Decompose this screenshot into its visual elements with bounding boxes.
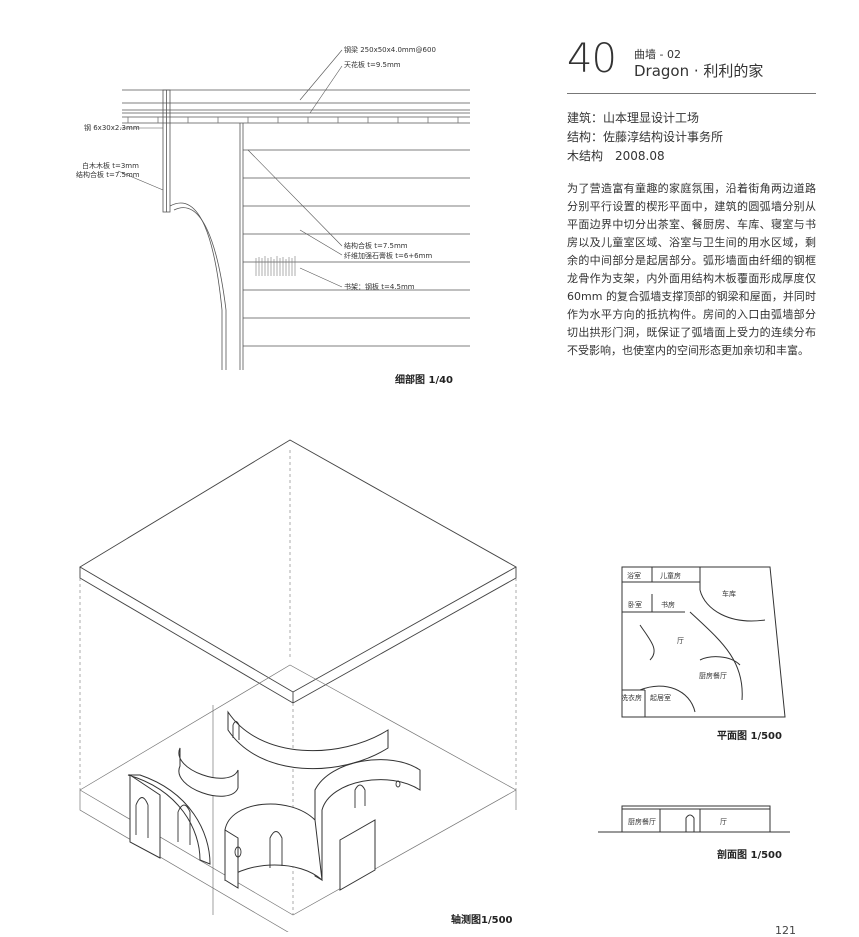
label-ceiling: 天花板 t=9.5mm bbox=[344, 61, 401, 69]
label-steel: 钢 6x30x2.3mm bbox=[84, 124, 140, 132]
article-category: 曲墙 - 02 bbox=[634, 48, 681, 61]
section-caption: 剖面图 1/500 bbox=[717, 850, 782, 861]
label-plywood: 结构合板 t=7.5mm bbox=[76, 171, 140, 179]
credit-architect: 建筑：山本理显设计工场 bbox=[567, 111, 700, 125]
title-divider bbox=[567, 93, 816, 94]
axon-caption: 轴测图1/500 bbox=[451, 915, 513, 926]
section-room-hall: 厅 bbox=[720, 818, 727, 826]
plan-room-hall: 厅 bbox=[677, 637, 684, 645]
label-steel-beam: 钢梁 250x50x4.0mm@600 bbox=[344, 46, 436, 54]
plan-room-garage: 车库 bbox=[722, 590, 736, 598]
credit-structure: 结构：佐藤淳结构设计事务所 bbox=[567, 130, 724, 144]
label-veneer: 白木木板 t=3mm bbox=[82, 162, 139, 170]
plan-room-living: 起居室 bbox=[650, 694, 671, 702]
section-room-kitchen: 厨房餐厅 bbox=[628, 818, 656, 826]
label-gypsum: 纤维加强石膏板 t=6+6mm bbox=[344, 252, 433, 260]
plan-room-bath: 浴室 bbox=[627, 572, 641, 580]
plan-room-bedroom: 卧室 bbox=[628, 601, 642, 609]
page-number: 121 bbox=[775, 924, 796, 937]
plan-room-study: 书房 bbox=[661, 601, 675, 609]
plan-room-kids: 儿童房 bbox=[660, 572, 681, 580]
credit-wood: 木结构 2008.08 bbox=[567, 149, 665, 163]
plan-room-kitchen: 厨房餐厅 bbox=[699, 672, 727, 680]
detail-caption: 细部图 1/40 bbox=[395, 375, 454, 386]
description-paragraph: 为了营造富有童趣的家庭氛围，沿着街角两边道路分别平行设置的楔形平面中，建筑的圆弧… bbox=[567, 182, 816, 357]
label-shelf: 书架：钢板 t=4.5mm bbox=[344, 283, 415, 291]
article-title: Dragon · 利利的家 bbox=[634, 62, 764, 80]
label-struct-plywood: 结构合板 t=7.5mm bbox=[344, 242, 408, 250]
article-number: 40 bbox=[567, 36, 617, 82]
plan-room-laundry: 洗衣房 bbox=[621, 694, 642, 702]
plan-caption: 平面图 1/500 bbox=[717, 731, 782, 742]
